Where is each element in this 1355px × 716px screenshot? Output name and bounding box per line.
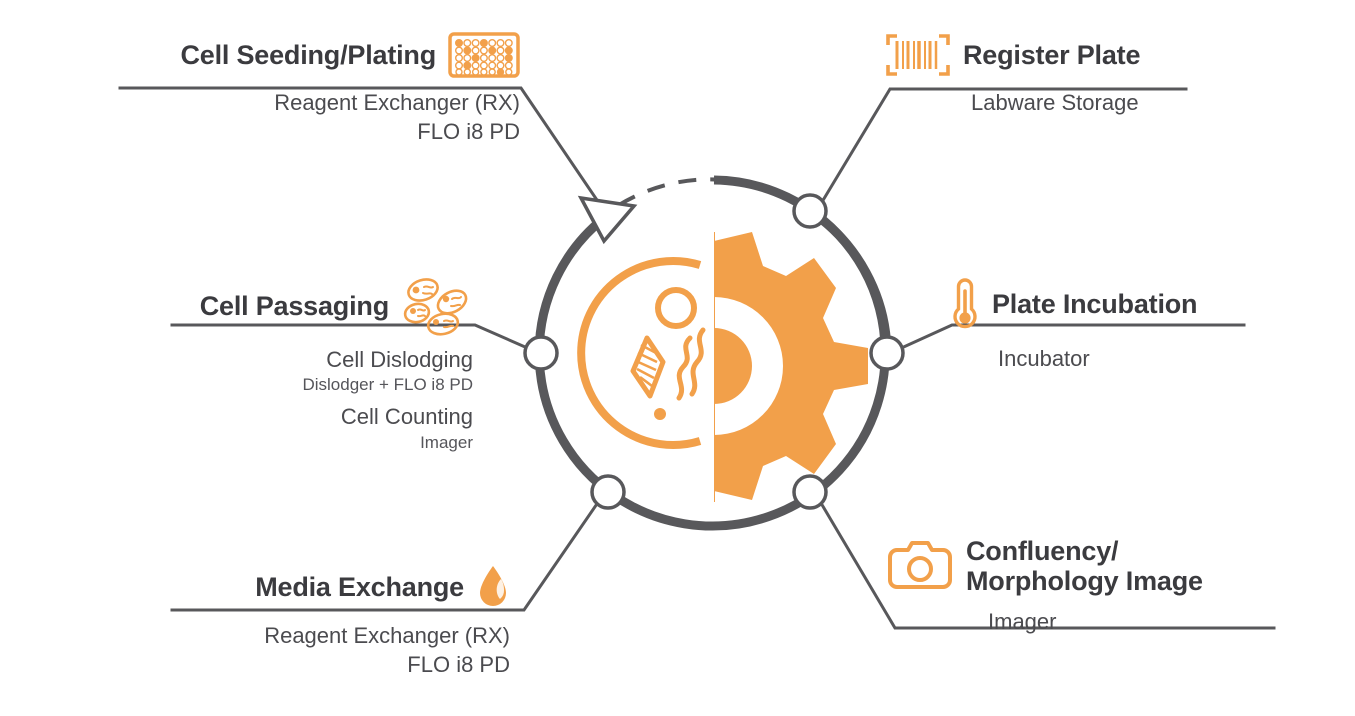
title-row-media-exchange: Media Exchange bbox=[130, 563, 510, 611]
connector-cell-passaging bbox=[170, 323, 534, 352]
flow-arrowhead bbox=[577, 195, 638, 245]
subline: Reagent Exchanger (RX) bbox=[264, 623, 510, 648]
subline: Reagent Exchanger (RX) bbox=[274, 90, 520, 115]
droplet-icon bbox=[476, 563, 510, 611]
ring-nodes bbox=[523, 193, 905, 510]
cell-rod bbox=[630, 335, 666, 399]
title-register-plate: Register Plate bbox=[963, 39, 1141, 70]
subline: FLO i8 PD bbox=[407, 652, 510, 678]
connector-lines bbox=[118, 86, 1276, 630]
cell-dot bbox=[654, 408, 666, 420]
dashed-return-arc bbox=[617, 177, 807, 210]
title-row-plate-incubation: Plate Incubation bbox=[950, 275, 1290, 333]
title-line-1: Confluency/ bbox=[966, 536, 1119, 566]
ring-node-cell-passaging[interactable] bbox=[523, 335, 559, 371]
sublines-register-plate: Labware Storage bbox=[885, 88, 1285, 117]
node-register-plate: Register Plate Labware Storage bbox=[885, 32, 1285, 117]
node-cell-seeding-plating: Cell Seeding/Plating bbox=[120, 32, 520, 146]
title-media-exchange: Media Exchange bbox=[255, 571, 464, 602]
cell-culture-gear-icon bbox=[577, 232, 868, 502]
title-row-register-plate: Register Plate bbox=[885, 32, 1285, 78]
sublines-cell-seeding: Reagent Exchanger (RX) FLO i8 PD bbox=[120, 88, 520, 146]
ring-node-plate-incubation[interactable] bbox=[869, 335, 905, 371]
cell-squiggle bbox=[676, 327, 706, 401]
sublines-plate-incubation: Incubator bbox=[950, 344, 1290, 373]
connector-register-plate bbox=[819, 87, 1188, 205]
sublines-cell-passaging: Cell Dislodging Dislodger + FLO i8 PD Ce… bbox=[128, 345, 473, 454]
microplate-icon bbox=[448, 32, 520, 78]
camera-icon bbox=[888, 538, 954, 594]
sublines-media-exchange: Reagent Exchanger (RX) FLO i8 PD bbox=[130, 621, 510, 679]
node-plate-incubation: Plate Incubation Incubator bbox=[950, 275, 1290, 373]
connector-media-exchange bbox=[170, 495, 604, 612]
subline: Labware Storage bbox=[971, 90, 1139, 115]
ring-node-register-plate[interactable] bbox=[792, 193, 828, 229]
sublines-confluency: Imager bbox=[888, 607, 1280, 636]
title-cell-seeding-plating: Cell Seeding/Plating bbox=[180, 39, 436, 70]
subline: Imager bbox=[988, 609, 1057, 635]
subline: Cell Dislodging bbox=[326, 347, 473, 372]
subline: Imager bbox=[420, 432, 473, 452]
subline: Dislodger + FLO i8 PD bbox=[302, 375, 473, 395]
connector-cell-seeding bbox=[118, 86, 604, 209]
gear-shape bbox=[714, 232, 868, 502]
title-row-confluency: Confluency/ Morphology Image bbox=[888, 536, 1280, 596]
title-cell-passaging: Cell Passaging bbox=[199, 290, 389, 321]
connector-plate-incubation bbox=[895, 323, 1246, 352]
subline: FLO i8 PD bbox=[417, 119, 520, 145]
thermometer-icon bbox=[950, 275, 980, 333]
cells-icon bbox=[401, 275, 473, 337]
barcode-scan-icon bbox=[885, 32, 951, 78]
cell-round bbox=[655, 287, 697, 329]
subline: Incubator bbox=[998, 346, 1090, 371]
title-row-cell-passaging: Cell Passaging bbox=[128, 275, 473, 337]
node-cell-passaging: Cell Passaging bbox=[128, 275, 473, 454]
title-confluency-morphology-image: Confluency/ Morphology Image bbox=[966, 536, 1203, 596]
process-ring-upper-right bbox=[807, 207, 892, 354]
title-plate-incubation: Plate Incubation bbox=[992, 288, 1198, 319]
node-confluency-morphology-image: Confluency/ Morphology Image Imager bbox=[888, 536, 1280, 637]
subline: Cell Counting bbox=[340, 404, 473, 430]
node-media-exchange: Media Exchange Reagent Exchanger (RX) FL… bbox=[130, 563, 510, 679]
petri-dish-arc bbox=[577, 257, 702, 449]
title-line-2: Morphology Image bbox=[966, 566, 1203, 597]
ring-node-confluency[interactable] bbox=[792, 474, 828, 510]
connector-confluency bbox=[815, 495, 1276, 630]
ring-node-media-exchange[interactable] bbox=[590, 474, 626, 510]
title-row-cell-seeding: Cell Seeding/Plating bbox=[120, 32, 520, 78]
